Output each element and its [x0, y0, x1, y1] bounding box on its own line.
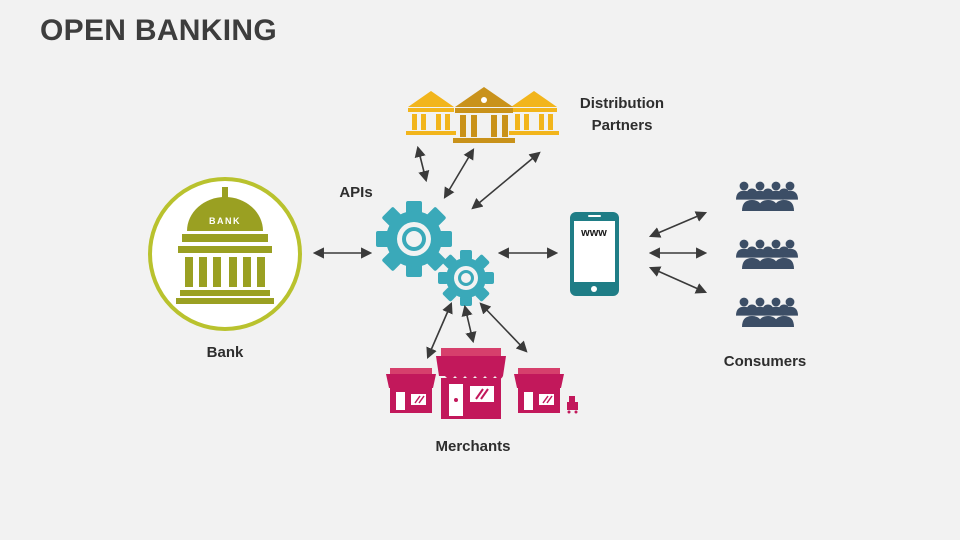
bank-label: Bank [206, 344, 244, 361]
apis-label: APIs [339, 184, 373, 201]
bank-icon: BANK [148, 177, 302, 331]
distribution-label-line1: Distribution [579, 95, 665, 112]
distribution-partners-icon [406, 87, 559, 143]
consumer-group-icon [736, 181, 798, 211]
consumer-group-icon [736, 297, 798, 327]
consumers-label: Consumers [723, 353, 807, 370]
arrow-apis-merchants-2 [461, 304, 477, 344]
arrow-phone-consumers-3 [648, 266, 708, 294]
arrow-phone-consumers-1 [648, 211, 708, 238]
gears-icon [376, 201, 494, 306]
arrow-apis-distribution-1 [414, 145, 430, 183]
phone-icon: www [570, 212, 619, 296]
page-title: OPEN BANKING [40, 14, 277, 47]
bank-badge-text: BANK [209, 216, 241, 226]
merchants-icon [386, 348, 578, 419]
arrow-apis-merchants-3 [479, 302, 528, 353]
consumers-icon [736, 181, 798, 327]
distribution-label-line2: Partners [591, 117, 653, 134]
consumer-group-icon [736, 239, 798, 269]
arrow-apis-distribution-2 [443, 148, 475, 199]
connector-arrows [312, 145, 708, 360]
arrow-apis-merchants-1 [426, 301, 453, 360]
phone-screen-text: www [580, 227, 607, 239]
distribution-partners-label: Distribution Partners [568, 93, 676, 137]
merchants-label: Merchants [435, 438, 511, 455]
arrow-apis-distribution-3 [471, 151, 541, 210]
